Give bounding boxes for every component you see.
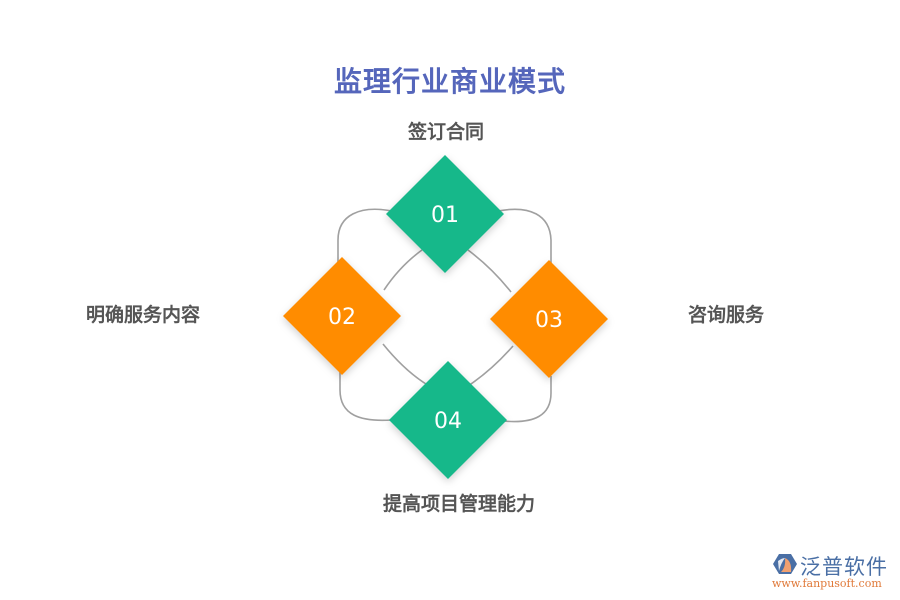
logo-name: 泛普软件 — [800, 555, 888, 579]
step-03-number: 03 — [535, 308, 563, 333]
step-01-diamond: 01 — [386, 155, 504, 273]
step-02-number: 02 — [328, 305, 356, 330]
connector-03-04-outer — [502, 376, 552, 423]
outer-connectors — [337, 208, 552, 423]
diagram-title: 监理行业商业模式 — [333, 65, 566, 98]
inner-connectors — [382, 249, 514, 387]
step-02-label: 明确服务内容 — [86, 304, 201, 326]
connector-01-03-inner — [467, 249, 512, 293]
logo-url: www.fanpusoft.com — [772, 577, 882, 590]
step-04-diamond: 04 — [389, 361, 507, 479]
logo-hexagon-icon — [773, 554, 797, 574]
connector-01-02-inner — [383, 249, 423, 291]
brand-logo: 泛普软件 www.fanpusoft.com — [768, 551, 893, 596]
step-04-label: 提高项目管理能力 — [382, 493, 535, 515]
connector-02-04-inner — [382, 343, 427, 385]
connector-01-02-outer — [337, 208, 393, 262]
connector-02-04-outer — [339, 372, 393, 422]
step-02-diamond: 02 — [283, 257, 401, 375]
step-01-number: 01 — [431, 203, 459, 228]
step-03-label: 咨询服务 — [688, 304, 765, 326]
connector-01-03-outer — [497, 208, 552, 264]
step-01-label: 签订合同 — [407, 121, 484, 143]
connector-03-04-inner — [467, 345, 514, 387]
step-04-number: 04 — [434, 409, 462, 434]
step-03-diamond: 03 — [490, 260, 608, 378]
